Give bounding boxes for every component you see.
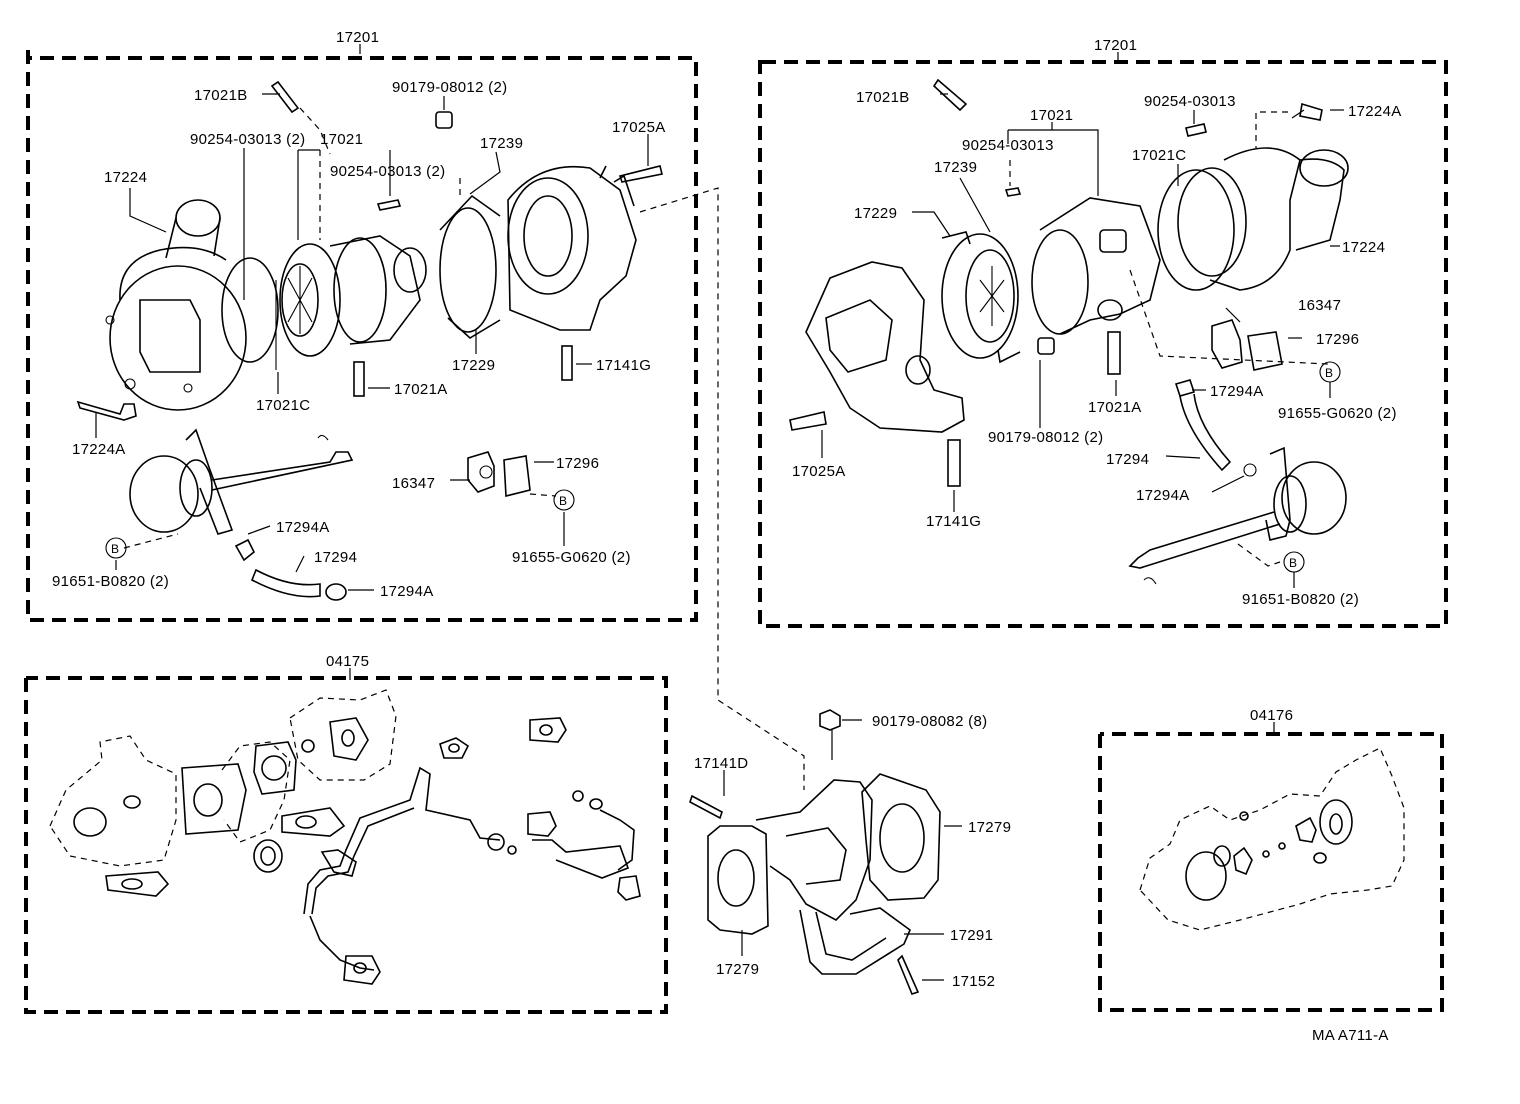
label-17141g-left: 17141G — [596, 357, 651, 374]
label-17021c-right: 17021C — [1132, 147, 1186, 164]
left-small-parts — [76, 80, 663, 601]
label-17141d: 17141D — [694, 755, 748, 772]
right-callouts — [821, 93, 1344, 588]
label-17291: 17291 — [950, 927, 993, 944]
label-17239-right: 17239 — [934, 159, 977, 176]
ref-b-left-2 — [553, 489, 575, 511]
frame-right-17201 — [758, 52, 1448, 628]
label-17021b-left: 17021B — [194, 87, 248, 104]
right-small-parts — [789, 78, 1283, 487]
left-compressor-housing — [439, 165, 637, 339]
label-91651-b0820-left: 91651-B0820 (2) — [52, 573, 169, 590]
label-right-17201: 17201 — [1094, 37, 1137, 54]
label-17025a-right: 17025A — [792, 463, 846, 480]
label-04175: 04175 — [326, 653, 369, 670]
label-17294-left: 17294 — [314, 549, 357, 566]
label-17021-left: 17021 — [320, 131, 363, 148]
label-17229-left: 17229 — [452, 357, 495, 374]
label-90179-08012-left: 90179-08012 (2) — [392, 79, 507, 96]
ref-b-right-2 — [1283, 551, 1305, 573]
label-17294a-1-left: 17294A — [276, 519, 330, 536]
label-90254-03013-a-right: 90254-03013 — [1144, 93, 1236, 110]
label-17152: 17152 — [952, 973, 995, 990]
right-compressor-housing — [1157, 102, 1349, 291]
label-17021b-right: 17021B — [856, 89, 910, 106]
label-17224-right: 17224 — [1342, 239, 1385, 256]
right-center-housing — [1031, 197, 1161, 335]
label-17224a-left: 17224A — [72, 441, 126, 458]
exhaust-manifold-parts — [689, 709, 962, 995]
label-90254-03013-a-left: 90254-03013 (2) — [190, 131, 305, 148]
frame-04176 — [1098, 722, 1444, 1012]
left-actuator — [129, 428, 354, 535]
label-17224a-right: 17224A — [1348, 103, 1402, 120]
label-drawing-ref: MA A711-A — [1312, 1027, 1389, 1044]
label-91651-b0820-right: 91651-B0820 (2) — [1242, 591, 1359, 608]
label-17021a-right: 17021A — [1088, 399, 1142, 416]
label-left-17201: 17201 — [336, 29, 379, 46]
label-91655-g0620-right: 91655-G0620 (2) — [1278, 405, 1397, 422]
label-17229-right: 17229 — [854, 205, 897, 222]
ref-b-left-1 — [105, 537, 127, 559]
label-90179-08012-right: 90179-08012 (2) — [988, 429, 1103, 446]
label-17224-left: 17224 — [104, 169, 147, 186]
label-17296-left: 17296 — [556, 455, 599, 472]
labels: 17201 17201 04175 04176 MA A711-A 17021B… — [52, 29, 1402, 1044]
label-b-right-2: B — [1289, 556, 1297, 570]
label-16347-left: 16347 — [392, 475, 435, 492]
label-90254-03013-b-right: 90254-03013 — [962, 137, 1054, 154]
label-90179-08082: 90179-08082 (8) — [872, 713, 987, 730]
label-17294a-1-right: 17294A — [1210, 383, 1264, 400]
label-16347-right: 16347 — [1298, 297, 1341, 314]
label-17296-right: 17296 — [1316, 331, 1359, 348]
flange-connector-line — [639, 187, 805, 790]
label-17239-left: 17239 — [480, 135, 523, 152]
frame-04175 — [24, 668, 668, 1014]
right-actuator — [1128, 446, 1347, 585]
right-vband-clamp — [941, 231, 1021, 364]
label-91655-g0620-left: 91655-G0620 (2) — [512, 549, 631, 566]
label-b-right-1: B — [1325, 366, 1333, 380]
label-17279-left: 17279 — [716, 961, 759, 978]
gasket-kit-04176-parts — [1139, 747, 1405, 931]
gasket-kit-04175-parts — [49, 689, 641, 985]
left-center-housing — [221, 235, 427, 363]
label-17279-right: 17279 — [968, 819, 1011, 836]
right-turbine-outlet-elbow — [805, 261, 965, 433]
ref-b-right-1 — [1319, 361, 1341, 383]
label-17021a-left: 17021A — [394, 381, 448, 398]
label-17021-right: 17021 — [1030, 107, 1073, 124]
label-90254-03013-b-left: 90254-03013 (2) — [330, 163, 445, 180]
label-b-left-1: B — [111, 542, 119, 556]
label-17025a-left: 17025A — [612, 119, 666, 136]
label-04176: 04176 — [1250, 707, 1293, 724]
label-17021c-left: 17021C — [256, 397, 310, 414]
label-17294-right: 17294 — [1106, 451, 1149, 468]
label-b-left-2: B — [559, 494, 567, 508]
label-17294a-2-left: 17294A — [380, 583, 434, 600]
left-turbine-housing — [105, 199, 247, 411]
frame-left-17201 — [26, 44, 698, 622]
label-17141g-right: 17141G — [926, 513, 981, 530]
label-17294a-2-right: 17294A — [1136, 487, 1190, 504]
left-callouts — [95, 93, 649, 591]
